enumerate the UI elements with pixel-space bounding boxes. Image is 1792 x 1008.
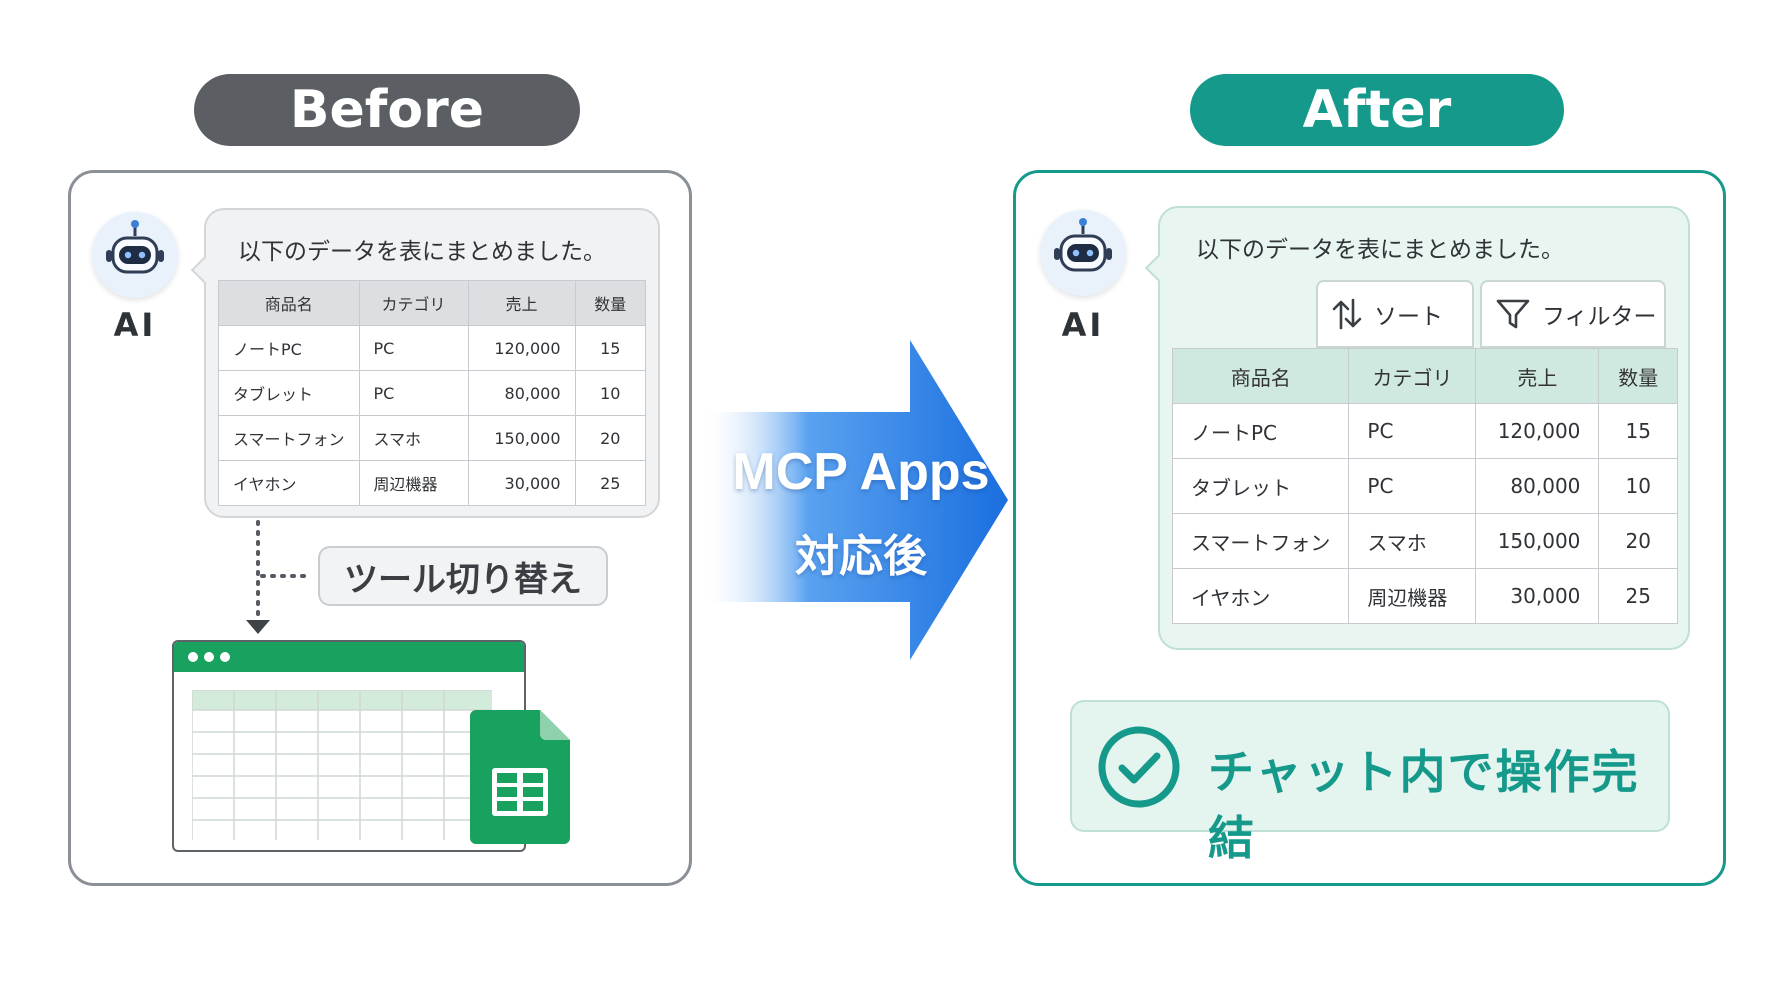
table-header-row: 商品名 カテゴリ 売上 数量 — [218, 280, 647, 326]
table-cell: イヤホン — [218, 460, 360, 506]
table-cell: 25 — [1598, 568, 1678, 624]
table-header[interactable]: 数量 — [1598, 348, 1678, 404]
table-cell: タブレット — [1171, 458, 1350, 514]
table-header: カテゴリ — [358, 280, 469, 326]
table-cell: ノートPC — [1171, 403, 1350, 459]
dotted-connector — [246, 520, 314, 634]
table-cell: 周辺機器 — [358, 460, 469, 506]
table-row[interactable]: イヤホン 周辺機器 30,000 25 — [1171, 568, 1678, 624]
table-cell: スマートフォン — [218, 415, 360, 461]
sort-arrows-icon — [1332, 298, 1362, 330]
table-cell: スマホ — [358, 415, 469, 461]
table-cell: タブレット — [218, 370, 360, 416]
table-cell: 25 — [574, 460, 647, 506]
spreadsheet-window — [172, 640, 526, 852]
filter-label: フィルター — [1542, 304, 1657, 330]
table-cell: 120,000 — [1475, 403, 1600, 459]
window-titlebar — [174, 642, 524, 672]
table-row[interactable]: タブレット PC 80,000 10 — [1171, 458, 1678, 514]
table-row: タブレット PC 80,000 10 — [218, 370, 647, 416]
funnel-icon — [1496, 299, 1530, 329]
table-header: 数量 — [574, 280, 647, 326]
table-cell: 80,000 — [467, 370, 576, 416]
table-row: スマートフォン スマホ 150,000 20 — [218, 415, 647, 461]
table-header: 商品名 — [218, 280, 360, 326]
spreadsheet-icon — [470, 710, 570, 844]
table-row: ノートPC PC 120,000 15 — [218, 325, 647, 371]
filter-button[interactable]: フィルター — [1480, 280, 1666, 348]
table-cell: スマートフォン — [1171, 513, 1350, 569]
table-cell: 80,000 — [1475, 458, 1600, 514]
sort-button[interactable]: ソート — [1316, 280, 1474, 348]
window-dot — [204, 652, 214, 662]
table-cell: 10 — [1598, 458, 1678, 514]
table-cell: 10 — [574, 370, 647, 416]
ai-label: AI — [113, 306, 157, 344]
tool-switch-label: ツール切り替え — [318, 546, 608, 606]
table-cell: 150,000 — [1475, 513, 1600, 569]
table-cell: 20 — [574, 415, 647, 461]
table-cell: PC — [1348, 403, 1477, 459]
table-cell: PC — [358, 325, 469, 371]
table-cell: 30,000 — [1475, 568, 1600, 624]
before-title: Before — [194, 74, 580, 146]
table-cell: イヤホン — [1171, 568, 1350, 624]
table-cell: 20 — [1598, 513, 1678, 569]
transition-arrow — [700, 340, 1008, 660]
table-cell: 周辺機器 — [1348, 568, 1477, 624]
table-cell: 150,000 — [467, 415, 576, 461]
table-cell: 120,000 — [467, 325, 576, 371]
sort-label: ソート — [1374, 304, 1443, 330]
transition-subtitle: 対応後 — [795, 531, 927, 582]
result-badge: チャット内で操作完結 — [1070, 700, 1670, 865]
table-header[interactable]: 商品名 — [1171, 348, 1350, 404]
result-label: チャット内で操作完結 — [1208, 745, 1640, 865]
table-cell: 15 — [574, 325, 647, 371]
table-header[interactable]: カテゴリ — [1348, 348, 1477, 404]
robot-icon — [1040, 210, 1126, 296]
table-header-row: 商品名 カテゴリ 売上 数量 — [1171, 348, 1678, 404]
table-row[interactable]: スマートフォン スマホ 150,000 20 — [1171, 513, 1678, 569]
window-dot — [188, 652, 198, 662]
after-title: After — [1190, 74, 1564, 146]
table-cell: スマホ — [1348, 513, 1477, 569]
table-row: イヤホン 周辺機器 30,000 25 — [218, 460, 647, 506]
transition-title: MCP Apps — [732, 443, 990, 501]
table-row[interactable]: ノートPC PC 120,000 15 — [1171, 403, 1678, 459]
table-cell: 30,000 — [467, 460, 576, 506]
robot-icon — [92, 212, 178, 298]
before-message: 以下のデータを表にまとめました。 — [238, 239, 606, 265]
table-cell: PC — [358, 370, 469, 416]
check-circle-icon — [1098, 726, 1180, 808]
window-dot — [220, 652, 230, 662]
after-message: 以下のデータを表にまとめました。 — [1196, 237, 1564, 263]
spreadsheet-grid — [192, 690, 492, 840]
table-cell: ノートPC — [218, 325, 360, 371]
ai-label: AI — [1061, 306, 1105, 344]
table-cell: 15 — [1598, 403, 1678, 459]
after-chat-bubble: 以下のデータを表にまとめました。 ソート フィルター 商品名 カテゴリ 売上 数… — [1144, 206, 1690, 650]
after-data-table: 商品名 カテゴリ 売上 数量 ノートPC PC 120,000 15 タブレット… — [1171, 348, 1678, 624]
table-header[interactable]: 売上 — [1475, 348, 1600, 404]
before-data-table: 商品名 カテゴリ 売上 数量 ノートPC PC 120,000 15 タブレット… — [218, 280, 647, 506]
table-cell: PC — [1348, 458, 1477, 514]
table-header: 売上 — [467, 280, 576, 326]
before-chat-bubble: 以下のデータを表にまとめました。 商品名 カテゴリ 売上 数量 ノートPC PC… — [190, 208, 660, 518]
